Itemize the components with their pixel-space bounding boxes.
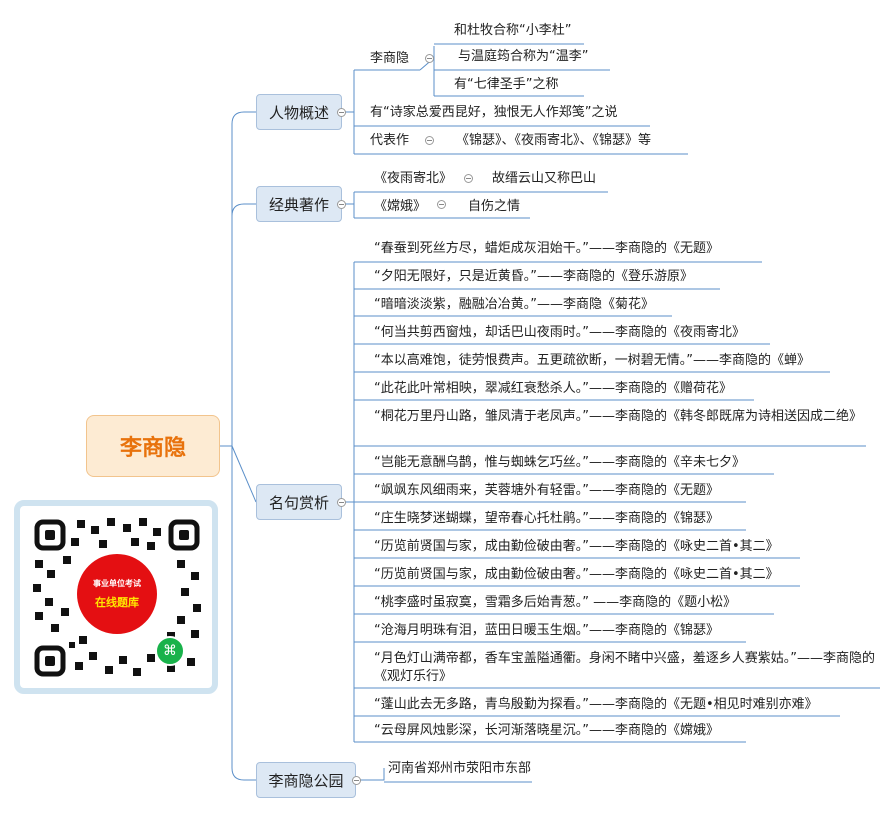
branch-park[interactable]: 李商隐公园 [256, 762, 356, 798]
quote-item[interactable]: “夕阳无限好，只是近黄昏。”——李商隐的《登乐游原》 [374, 269, 693, 284]
node-fact[interactable]: 有“七律圣手”之称 [454, 77, 559, 92]
qr-line2: 在线题库 [95, 596, 139, 609]
branch-overview-label: 人物概述 [268, 103, 329, 122]
branch-quotes-label: 名句赏析 [268, 493, 329, 512]
quote-item[interactable]: “庄生晓梦迷蝴蝶，望帝春心托杜鹃。”——李商隐的《锦瑟》 [374, 511, 719, 526]
quote-item[interactable]: “岂能无意酬乌鹊，惟与蜘蛛乞巧丝。”——李商隐的《辛未七夕》 [374, 455, 745, 470]
collapse-toggle-icon[interactable] [464, 174, 473, 183]
node-classic-title[interactable]: 《夜雨寄北》 [374, 171, 453, 186]
node-works-label[interactable]: 代表作 [370, 133, 410, 148]
root-topic[interactable]: 李商隐 [86, 415, 220, 477]
quote-item[interactable]: “蓬山此去无多路，青鸟殷勤为探看。”——李商隐的《无题•相见时难别亦难》 [374, 697, 818, 712]
quote-item[interactable]: “历览前贤国与家，成由勤俭破由奢。”——李商隐的《咏史二首•其二》 [374, 539, 779, 554]
quote-item[interactable]: “桃李盛时虽寂寞，雪霜多后始青葱。” ——李商隐的《题小松》 [374, 595, 737, 610]
root-topic-label: 李商隐 [119, 436, 186, 461]
branch-classics-label: 经典著作 [268, 195, 329, 214]
node-classic-note[interactable]: 自伤之情 [468, 199, 521, 214]
node-person[interactable]: 李商隐 [370, 51, 410, 66]
quote-item[interactable]: “月色灯山满帝都，香车宝盖隘通衢。身闲不睹中兴盛，羞逐乡人赛紫姑。”——李商隐的… [374, 651, 875, 684]
node-park-location[interactable]: 河南省郑州市荥阳市东部 [388, 761, 532, 776]
node-works[interactable]: 《锦瑟》、《夜雨寄北》、《锦瑟》等 [456, 133, 652, 148]
quote-item[interactable]: “何当共剪西窗烛，却话巴山夜雨时。”——李商隐的《夜雨寄北》 [374, 325, 745, 340]
node-quote-note[interactable]: 有“诗家总爱西昆好，独恨无人作郑笺”之说 [370, 105, 618, 120]
collapse-toggle-icon[interactable] [337, 498, 346, 507]
quote-item[interactable]: “桐花万里丹山路，雏凤清于老凤声。”——李商隐的《韩冬郎既席为诗相送因成二绝》 [374, 409, 862, 424]
quote-item[interactable]: “云母屏风烛影深，长河渐落晓星沉。”——李商隐的《嫦娥》 [374, 723, 719, 738]
quote-item[interactable]: “沧海月明珠有泪，蓝田日暖玉生烟。”——李商隐的《锦瑟》 [374, 623, 719, 638]
collapse-toggle-icon[interactable] [337, 200, 346, 209]
quote-item[interactable]: “此花此叶常相映，翠减红衰愁杀人。”——李商隐的《赠荷花》 [374, 381, 732, 396]
branch-quotes[interactable]: 名句赏析 [256, 484, 342, 520]
collapse-toggle-icon[interactable] [425, 136, 434, 145]
qr-code-icon [33, 518, 201, 677]
quote-item[interactable]: “飒飒东风细雨来，芙蓉塘外有轻雷。”——李商隐的《无题》 [374, 483, 719, 498]
qr-line1: 事业单位考试 [93, 579, 141, 588]
node-classic-title[interactable]: 《嫦娥》 [374, 199, 427, 214]
node-fact[interactable]: 和杜牧合称“小李杜” [454, 23, 572, 38]
mini-program-icon: ⌘ [155, 636, 185, 666]
branch-classics[interactable]: 经典著作 [256, 186, 342, 222]
collapse-toggle-icon[interactable] [425, 54, 434, 63]
quote-item[interactable]: “暗暗淡淡紫，融融冶冶黄。”——李商隐《菊花》 [374, 297, 654, 312]
node-classic-note[interactable]: 故缙云山又称巴山 [492, 171, 597, 186]
qr-center-badge: 事业单位考试 在线题库 [77, 554, 157, 634]
quote-item[interactable]: “本以高难饱，徒劳恨费声。五更疏欲断，一树碧无情。”——李商隐的《蝉》 [374, 353, 810, 368]
branch-overview[interactable]: 人物概述 [256, 94, 342, 130]
collapse-toggle-icon[interactable] [437, 200, 446, 209]
quote-item[interactable]: “历览前贤国与家，成由勤俭破由奢。”——李商隐的《咏史二首•其二》 [374, 567, 779, 582]
collapse-toggle-icon[interactable] [352, 776, 361, 785]
quote-item[interactable]: “春蚕到死丝方尽，蜡炬成灰泪始干。”——李商隐的《无题》 [374, 241, 719, 256]
collapse-toggle-icon[interactable] [337, 108, 346, 117]
branch-park-label: 李商隐公园 [268, 771, 344, 790]
node-fact[interactable]: 与温庭筠合称为“温李” [458, 49, 589, 64]
